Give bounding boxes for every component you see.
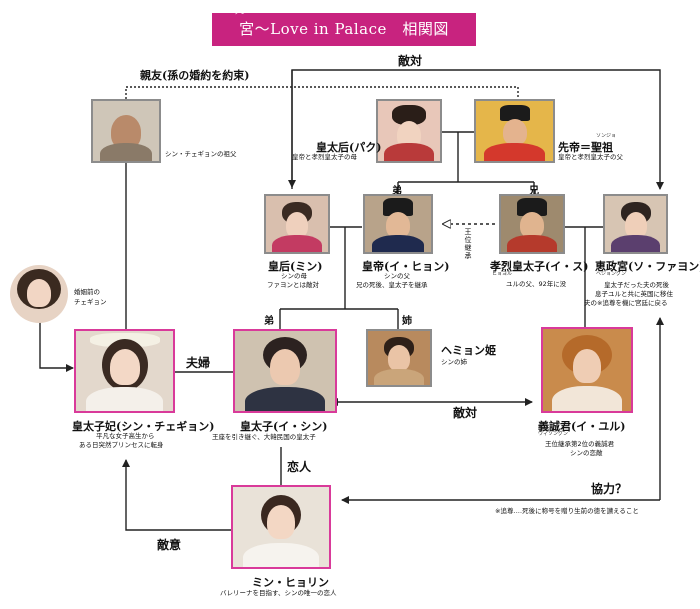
- older-brother-label: 兄: [529, 186, 539, 197]
- before-marriage-arrow: [39, 322, 74, 372]
- uiseong-name: 義誠君(イ・ユル): [538, 420, 626, 433]
- empress-photo: [264, 194, 330, 254]
- grand-empress-caption: 皇帝と孝烈皇太子の母: [292, 153, 357, 161]
- crown-prince-hyoyeol-photo: [499, 194, 565, 254]
- crown-prince-name: 皇太子(イ・シン): [240, 420, 328, 433]
- crown-prince-photo: [233, 329, 337, 413]
- hyejeong-caption-3: 夫の※追尊を機に宮廷に戻る: [584, 299, 668, 307]
- emperor-caption-2: 兄の死後、皇太子を継承: [356, 281, 428, 289]
- grandfather-caption: シン・チェギョンの祖父: [165, 150, 237, 158]
- late-emperor-caption: 皇帝と孝烈皇太子の父: [558, 153, 623, 161]
- uiseong-caption-2: シンの恋敵: [570, 449, 603, 457]
- hostility-arrow: [122, 459, 231, 531]
- footnote: ※追尊‥‥死後に称号を贈り生前の徳を讃えること: [495, 507, 639, 515]
- succession-label: 王位継承: [464, 228, 472, 260]
- min-hyorin-caption: バレリーナを目指す、シンの唯一の恋人: [220, 589, 337, 597]
- crown-prince-caption: 王座を引き継ぐ、大韓民国の皇太子: [212, 433, 316, 441]
- grand-empress-name: 皇太后(パク): [316, 141, 382, 154]
- title-ruby: クン: [234, 9, 248, 16]
- younger-brother-label: 弟: [392, 186, 402, 197]
- late-emperor-ruby: ソンジョ: [596, 133, 617, 139]
- young-chaegyeong-caption-1: 婚姻前の: [74, 288, 100, 296]
- princess-consort-name: 皇太子妃(シン・チェギョン): [72, 420, 215, 433]
- hyejeong-caption-2: 息子ユルと共に英国に移住: [595, 290, 673, 298]
- late-emperor-name: 先帝＝聖祖: [558, 141, 613, 154]
- best-friend-line: [125, 86, 519, 99]
- young-chaegyeong-caption-2: チェギョン: [74, 298, 107, 306]
- empress-caption-1: シンの母: [281, 272, 307, 280]
- princess-hyemyeong-name: ヘミョン姫: [441, 344, 496, 357]
- min-hyorin-photo: [231, 485, 331, 569]
- enemy-top-label: 敵対: [398, 54, 423, 68]
- hyejeong-name: 恵政宮(ソ・ファヨン): [595, 260, 700, 273]
- grandfather-photo: [91, 99, 161, 163]
- older-sister-label: 姉: [402, 316, 412, 327]
- princess-consort-caption-1: 平凡な女子高生から: [96, 432, 155, 440]
- min-hyorin-name: ミン・ヒョリン: [252, 576, 329, 589]
- diagram-title: クン 宮〜Love in Palace 相関図: [212, 9, 476, 46]
- emperor-name: 皇帝(イ・ヒョン): [362, 260, 450, 273]
- hostility-label: 敵意: [157, 538, 182, 552]
- princess-consort-caption-2: ある日突然プリンセスに転身: [79, 441, 164, 449]
- crown-prince-hyoyeol-caption: ユルの父、92年に没: [506, 280, 567, 288]
- empress-caption-2: ファヨンとは敵対: [267, 281, 319, 289]
- cooperation-label: 協力？: [591, 482, 628, 496]
- lover-label: 恋人: [287, 460, 312, 474]
- princess-consort-photo: [74, 329, 175, 413]
- enemy-mid-label: 敵対: [453, 406, 478, 420]
- crown-prince-hyoyeol-name: 孝烈皇太子(イ・ス): [490, 260, 589, 273]
- hyejeong-photo: [603, 194, 668, 254]
- uiseong-ruby: ウィソングン: [538, 431, 569, 437]
- married-label: 夫婦: [186, 356, 211, 370]
- younger-brother-2-label: 弟: [264, 316, 274, 327]
- young-chaegyeong-photo: [10, 265, 68, 323]
- grand-empress-photo: [376, 99, 442, 163]
- emperor-photo: [363, 194, 433, 254]
- princess-hyemyeong-photo: [366, 329, 432, 387]
- late-emperor-photo: [474, 99, 555, 163]
- uiseong-photo: [541, 327, 633, 413]
- empress-name: 皇后(ミン): [268, 260, 323, 273]
- hyejeong-caption-1: 皇太子だった夫の死後: [604, 281, 669, 289]
- princess-hyemyeong-caption: シンの姉: [441, 358, 467, 366]
- uiseong-caption-1: 王位継承第2位の義誠君: [545, 440, 615, 448]
- best-friend-label: 親友(孫の婚約を約束): [140, 69, 250, 82]
- emperor-caption-1: シンの父: [384, 272, 410, 280]
- hyejeong-ruby: ヘジョングン: [596, 271, 627, 277]
- title-text: 宮〜Love in Palace 相関図: [239, 20, 449, 38]
- crown-prince-hyoyeol-ruby: ヒョヨル: [492, 271, 513, 277]
